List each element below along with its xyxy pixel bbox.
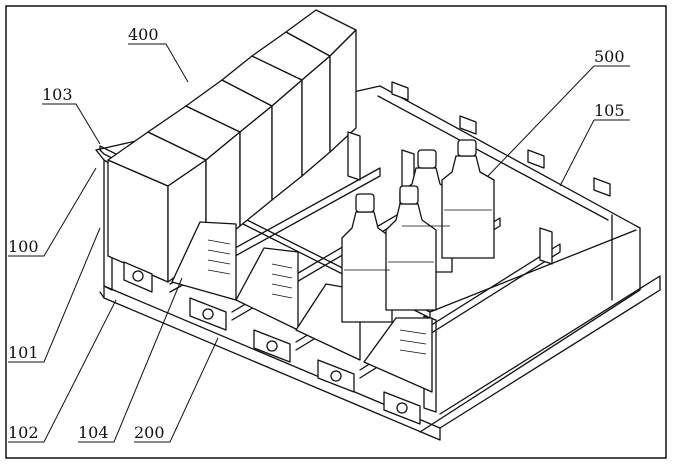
label-100: 100 bbox=[8, 237, 39, 256]
label-102: 102 bbox=[8, 423, 39, 442]
label-103: 103 bbox=[42, 85, 73, 104]
bottles-500 bbox=[341, 139, 495, 323]
label-101: 101 bbox=[8, 343, 39, 362]
box-group-400 bbox=[107, 9, 357, 283]
label-500: 500 bbox=[594, 47, 625, 66]
drawing-border bbox=[5, 5, 667, 459]
label-104: 104 bbox=[78, 423, 109, 442]
label-400: 400 bbox=[128, 25, 159, 44]
label-105: 105 bbox=[594, 101, 625, 120]
drive-units-200 bbox=[123, 81, 611, 425]
leader-lines bbox=[8, 43, 630, 443]
label-200: 200 bbox=[134, 423, 165, 442]
